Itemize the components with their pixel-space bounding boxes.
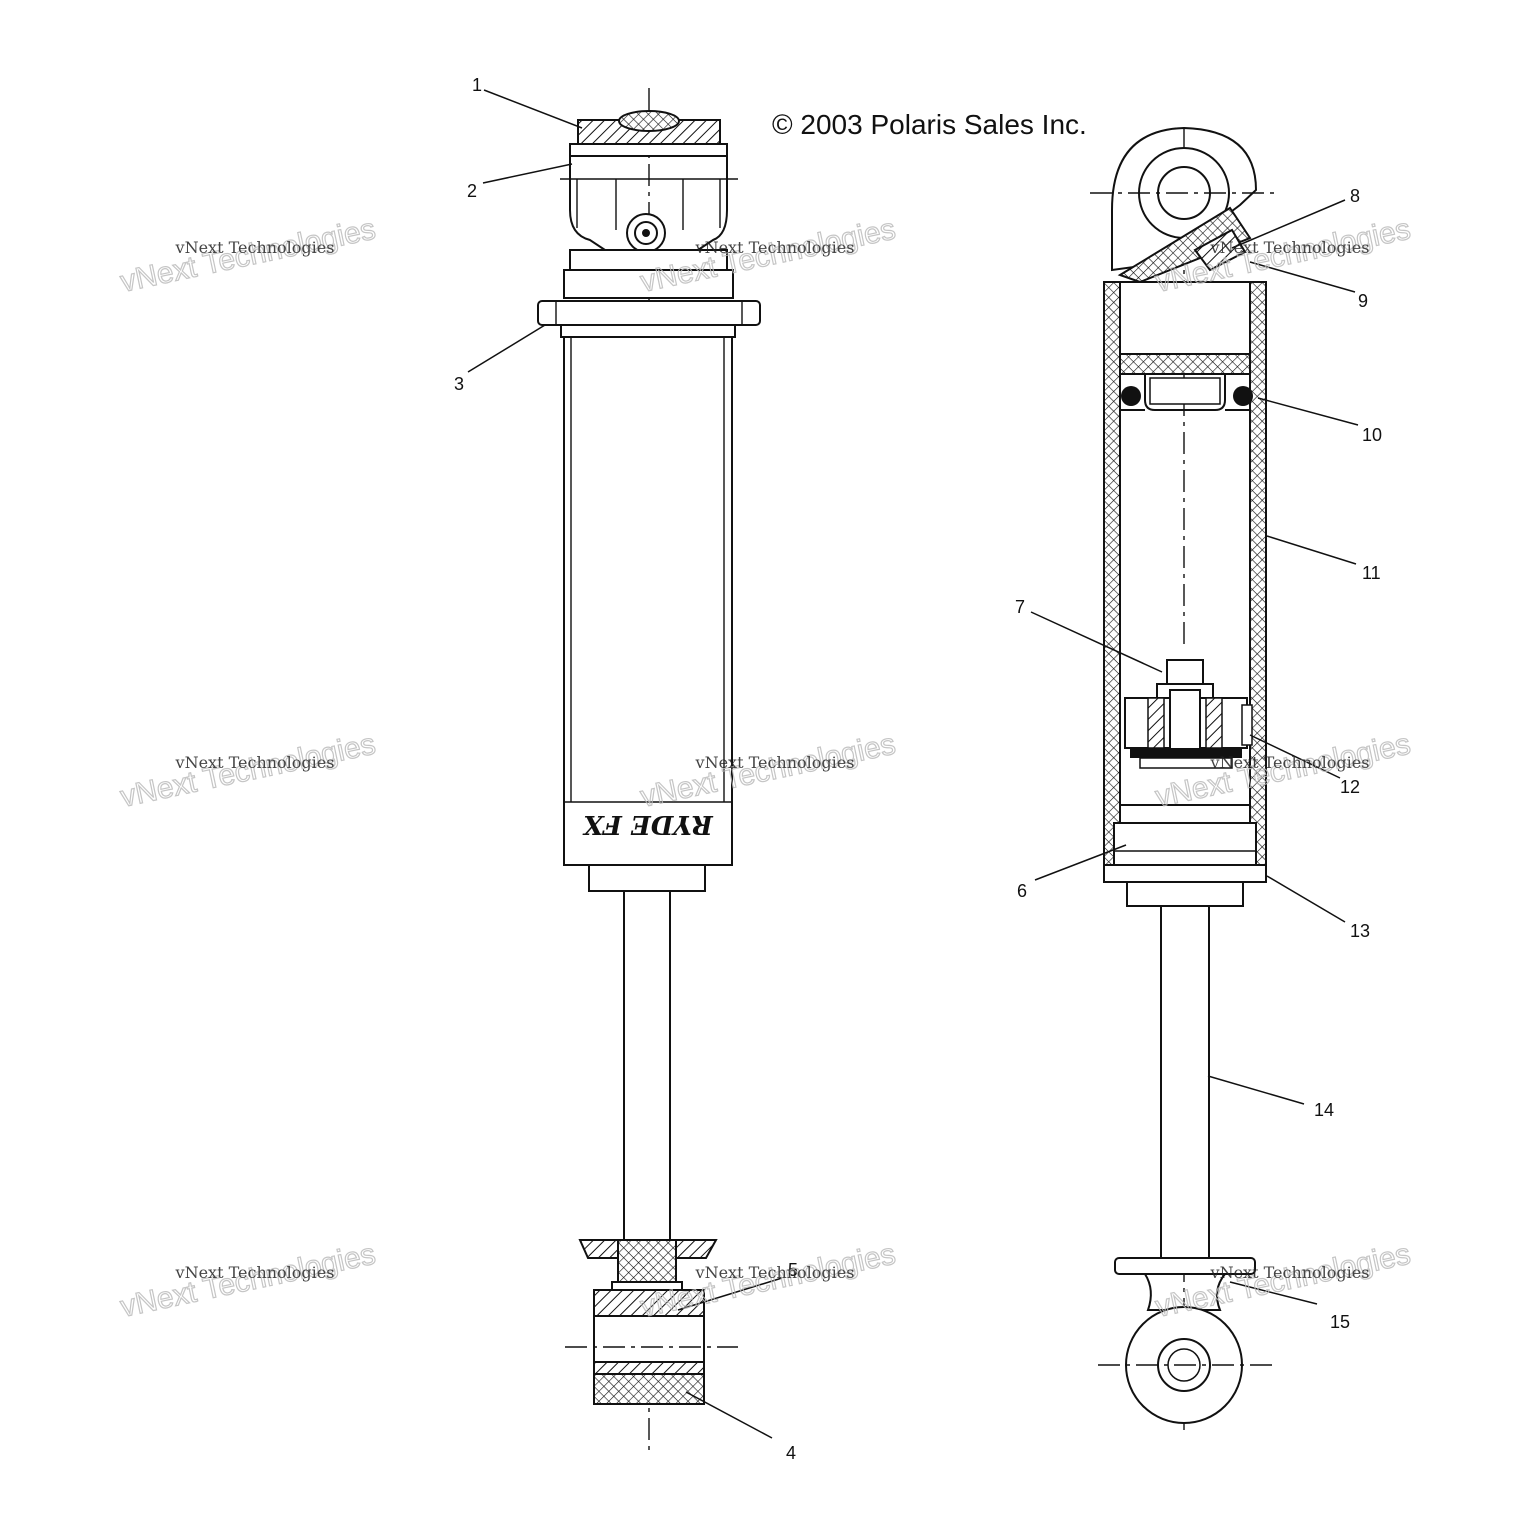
callout-8: 8 <box>1350 186 1360 206</box>
callout-2: 2 <box>467 181 477 201</box>
watermark-text: vNext Technologies <box>1210 238 1370 257</box>
callout-3: 3 <box>454 374 464 394</box>
leader-lines <box>467 89 1359 1439</box>
callout-15: 15 <box>1330 1312 1350 1332</box>
body-logo: RYDE FX <box>581 809 713 839</box>
watermark-text: vNext Technologies <box>1210 753 1370 772</box>
callout-4: 4 <box>786 1443 796 1463</box>
callout-14: 14 <box>1314 1100 1334 1120</box>
callout-11: 11 <box>1362 563 1381 583</box>
callout-labels: 1 2 3 4 5 6 7 8 9 10 11 12 13 14 15 <box>454 75 1382 1463</box>
watermark-text: vNext Technologies <box>175 238 335 257</box>
watermark-text: vNext Technologies <box>175 753 335 772</box>
watermark: vNext Technologies vNext Technologies <box>117 1237 379 1324</box>
watermark: vNext Technologies vNext Technologies <box>117 212 379 299</box>
callout-7: 7 <box>1015 597 1025 617</box>
callout-5: 5 <box>788 1260 798 1280</box>
callout-10: 10 <box>1362 425 1382 445</box>
watermark-text: vNext Technologies <box>695 1263 855 1282</box>
right-shock-section <box>1090 126 1275 1430</box>
callout-6: 6 <box>1017 881 1027 901</box>
watermark: vNext Technologies vNext Technologies <box>117 727 379 814</box>
left-shock-exterior: RYDE FX <box>537 88 761 1455</box>
watermark-text: vNext Technologies <box>695 753 855 772</box>
callout-13: 13 <box>1350 921 1370 941</box>
watermark-text: vNext Technologies <box>695 238 855 257</box>
watermark-text: vNext Technologies <box>175 1263 335 1282</box>
callout-12: 12 <box>1340 777 1360 797</box>
copyright-notice: © 2003 Polaris Sales Inc. <box>772 109 1087 140</box>
watermark-text: vNext Technologies <box>1210 1263 1370 1282</box>
callout-1: 1 <box>472 75 482 95</box>
callout-9: 9 <box>1358 291 1368 311</box>
